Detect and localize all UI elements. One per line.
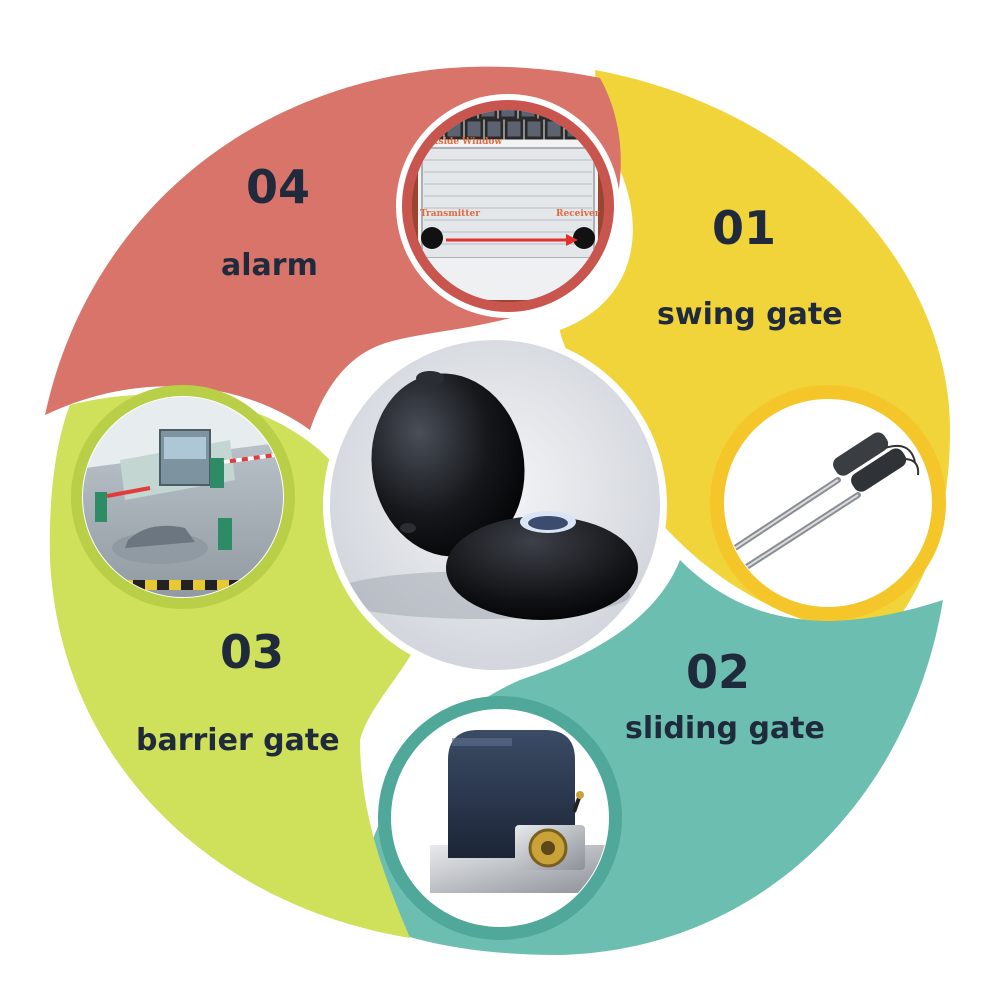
swing-gate-photo xyxy=(710,385,946,621)
watermark-text: SZGALO xyxy=(468,669,521,683)
alarm-receiver-tag: Receiver xyxy=(556,209,600,219)
alarm-label: alarm xyxy=(221,248,318,283)
swing-actuator-arm xyxy=(742,448,907,571)
swing-gate-label: swing gate xyxy=(657,297,843,332)
barrier-gate-label: barrier gate xyxy=(136,723,340,758)
sensor-flat-shape xyxy=(446,516,638,620)
barrier-gate-number: 03 xyxy=(220,625,284,679)
sliding-gate-label: sliding gate xyxy=(625,711,825,746)
center-sensor-photo: SZGALO xyxy=(323,333,667,683)
alarm-number: 04 xyxy=(246,160,310,214)
sensor-upright-shape xyxy=(371,373,525,557)
alarm-transmitter-tag: Transmitter xyxy=(420,209,480,219)
sliding-gate-photo xyxy=(378,696,622,940)
swing-gate-number: 01 xyxy=(712,201,776,255)
barrier-gate-photo xyxy=(71,385,295,609)
sliding-gate-number: 02 xyxy=(686,645,750,699)
alarm-caption-text: Outside Window xyxy=(420,137,502,147)
alarm-photo: Outside Window Transmitter Receiver xyxy=(396,94,620,318)
swing-actuator-arm xyxy=(732,432,889,551)
